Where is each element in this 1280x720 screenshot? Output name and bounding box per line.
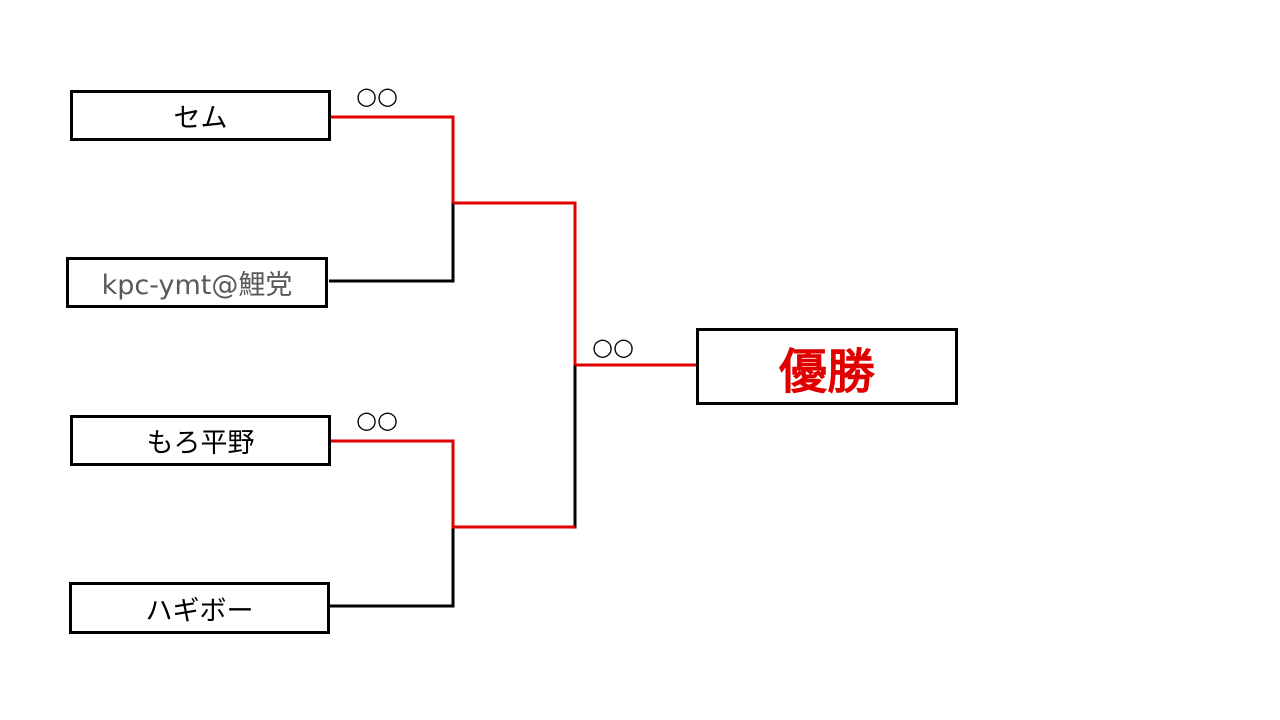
player-name-3: もろ平野 [146,428,255,459]
bracket-line-kpc-ymt [329,203,455,283]
player-box-4: ハギボー [69,582,330,634]
score-mark-bottom-semi: ○○ [356,406,398,434]
player-box-2: kpc-ymt@鯉党 [66,257,328,308]
score-mark-final: ○○ [592,333,634,361]
bracket-line-semu [329,115,455,203]
player-box-1: セム [70,90,331,141]
player-name-4: ハギボー [145,595,254,627]
bracket-line-bottom-semi [453,365,577,529]
player-name-1: セム [173,103,228,134]
bracket-line-top-semi [453,201,577,365]
champion-box: 優勝 [696,328,958,405]
player-name-2: kpc-ymt@鯉党 [101,270,293,301]
bracket-line-moro-hirano [329,439,575,529]
champion-label: 優勝 [778,343,875,400]
bracket-line-hagibo [329,527,455,608]
player-box-3: もろ平野 [70,415,331,466]
score-mark-top-semi: ○○ [356,82,398,110]
